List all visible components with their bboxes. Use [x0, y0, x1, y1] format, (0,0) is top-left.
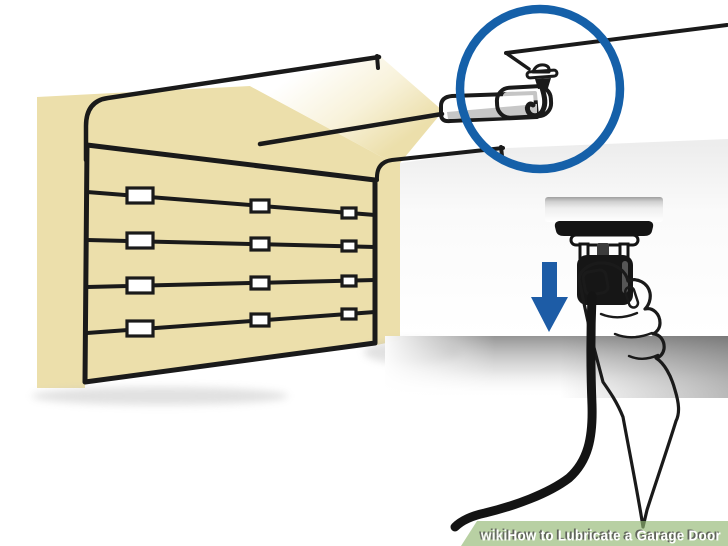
- door-hinge: [340, 307, 358, 321]
- door-track-left: [83, 54, 382, 163]
- door-hinge: [125, 319, 155, 338]
- finger-nail: [624, 285, 640, 309]
- housing-cap: [554, 221, 654, 236]
- thumb-nail: [581, 268, 610, 297]
- door-hinge: [340, 274, 358, 288]
- rear-wall-band-fade: [385, 336, 495, 398]
- ceiling-line: [504, 23, 728, 55]
- watermark-how: How: [507, 529, 537, 545]
- door-hinge: [125, 276, 155, 295]
- watermark-rest: to Lubricate a Garage Door: [537, 529, 721, 545]
- watermark-wiki: wiki: [480, 529, 507, 545]
- rail-channel-shade: [447, 104, 537, 119]
- watermark-title: wikiHow to Lubricate a Garage Door: [480, 529, 721, 545]
- magnifier-circle-icon: [455, 4, 625, 174]
- rail-channel: [439, 91, 539, 124]
- door-hinges: [125, 186, 358, 338]
- garage-door: [82, 142, 378, 385]
- release-pin: [597, 243, 609, 258]
- knuckle-crease: [627, 353, 660, 360]
- release-cord-hook: [525, 85, 548, 119]
- knuckle-crease: [613, 331, 654, 339]
- wall-ceiling-blend: [250, 57, 443, 163]
- door-hinge: [125, 186, 155, 205]
- door-hinge: [340, 239, 358, 253]
- door-hinge: [249, 198, 271, 214]
- cord-anchor-line: [504, 51, 531, 71]
- door-hinge: [249, 312, 271, 328]
- watermark-background: [461, 521, 728, 546]
- trolley-highlight: [502, 90, 545, 102]
- arrow-down-icon: [531, 262, 568, 332]
- door-track-right: [374, 146, 505, 182]
- track-bracket-left: [375, 54, 380, 70]
- door-hinge: [249, 275, 271, 291]
- door-hinge: [125, 231, 155, 250]
- release-fitting-cap: [535, 78, 551, 89]
- garage-door-panel: [82, 142, 378, 385]
- opener-rail: [257, 111, 445, 147]
- opener-rail-assembly: [257, 23, 728, 147]
- rear-wall-band-dark: [560, 336, 728, 398]
- hand-outline: [577, 261, 681, 529]
- track-bracket-right: [499, 145, 504, 158]
- front-wall: [37, 86, 400, 388]
- knuckle-crease: [599, 311, 639, 319]
- opener-trolley: [494, 84, 554, 120]
- door-hinge: [340, 206, 358, 220]
- hand: [577, 261, 681, 529]
- release-fitting-flange: [525, 68, 559, 80]
- opener-housing: [545, 197, 663, 222]
- door-hinge: [249, 236, 271, 252]
- watermark-bar: wikiHow to Lubricate a Garage Door: [461, 521, 728, 546]
- pull-cord: [450, 291, 597, 532]
- floor-shadow-left: [32, 387, 288, 405]
